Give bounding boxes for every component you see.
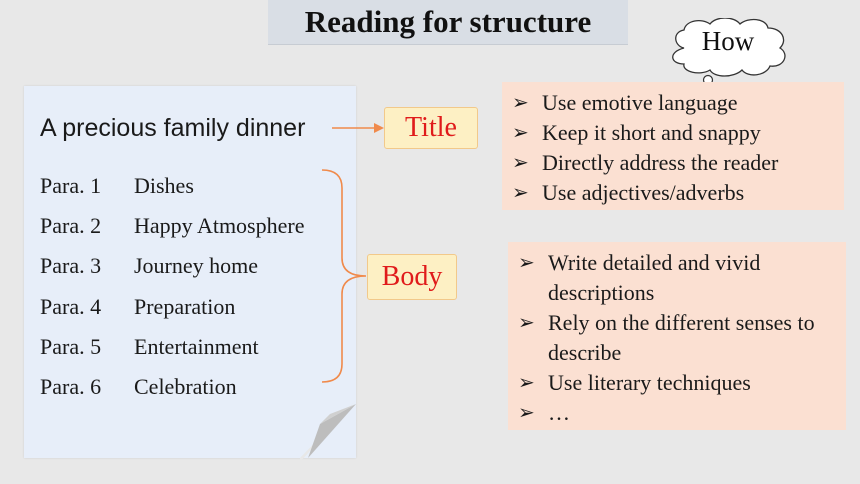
list-item: Para. 2 Happy Atmosphere [40,212,304,252]
thought-bubble-text: How [701,26,755,56]
body-tips-box: ➢ Write detailed and vivid descriptions ➢… [508,242,846,430]
arrowhead-bullet-icon: ➢ [512,92,529,114]
para-number: Para. 5 [40,333,102,359]
arrowhead-bullet-icon: ➢ [518,312,535,334]
list-item: ➢ Keep it short and snappy [512,118,844,148]
title-tips-box: ➢ Use emotive language ➢ Keep it short and… [502,82,844,210]
list-item: ➢ Write detailed and vivid descriptions [518,248,846,308]
list-item: Para. 1 Dishes [40,172,304,212]
list-item: ➢ Use emotive language [512,88,844,118]
list-item: ➢ Use literary techniques [518,368,846,398]
para-topic: Journey home [134,253,259,279]
tip-text: … [548,400,570,425]
tip-text: Directly address the reader [542,150,779,175]
slide-title: Reading for structure [268,0,628,45]
list-item: Para. 4 Preparation [40,293,304,333]
arrowhead-bullet-icon: ➢ [512,122,529,144]
title-tips-list: ➢ Use emotive language ➢ Keep it short and… [502,82,844,208]
para-number: Para. 4 [40,293,102,319]
arrowhead-bullet-icon: ➢ [512,152,529,174]
curly-bracket-icon [321,169,367,383]
arrowhead-bullet-icon: ➢ [518,402,535,424]
para-number: Para. 3 [40,253,102,279]
list-item: ➢ Rely on the different senses to describ… [518,308,846,368]
para-topic: Preparation [134,293,236,319]
para-topic: Celebration [134,373,237,399]
para-number: Para. 1 [40,173,102,198]
arrowhead-bullet-icon: ➢ [518,252,535,274]
tip-text: Keep it short and snappy [542,120,761,145]
list-item: ➢… [518,398,846,428]
body-tips-list: ➢ Write detailed and vivid descriptions ➢… [508,242,846,428]
tip-text: Write detailed and vivid descriptions [548,250,761,305]
para-number: Para. 2 [40,213,102,239]
list-item: ➢ Use adjectives/adverbs [512,178,844,208]
list-item: Para. 6 Celebration [40,373,304,413]
tip-text: Use literary techniques [548,370,751,395]
para-number: Para. 6 [40,373,102,399]
document-page [24,86,356,458]
para-topic: Entertainment [134,333,259,359]
para-topic: Dishes [134,173,194,198]
para-topic: Happy Atmosphere [134,213,305,239]
arrowhead-bullet-icon: ➢ [518,372,535,394]
document-title: A precious family dinner [40,114,306,142]
tip-text: Use emotive language [542,90,738,115]
list-item: ➢ Directly address the reader [512,148,844,178]
arrow-icon [332,123,384,133]
tip-text: Rely on the different senses to describe [548,310,815,365]
list-item: Para. 3 Journey home [40,252,304,292]
list-item: Para. 5 Entertainment [40,333,304,373]
title-label: Title [384,107,478,149]
folded-corner-icon [300,400,356,462]
tip-text: Use adjectives/adverbs [542,180,745,205]
arrowhead-bullet-icon: ➢ [512,182,529,204]
body-label: Body [367,254,457,300]
paragraph-list: Para. 1 Dishes Para. 2 Happy Atmosphere … [40,172,304,413]
